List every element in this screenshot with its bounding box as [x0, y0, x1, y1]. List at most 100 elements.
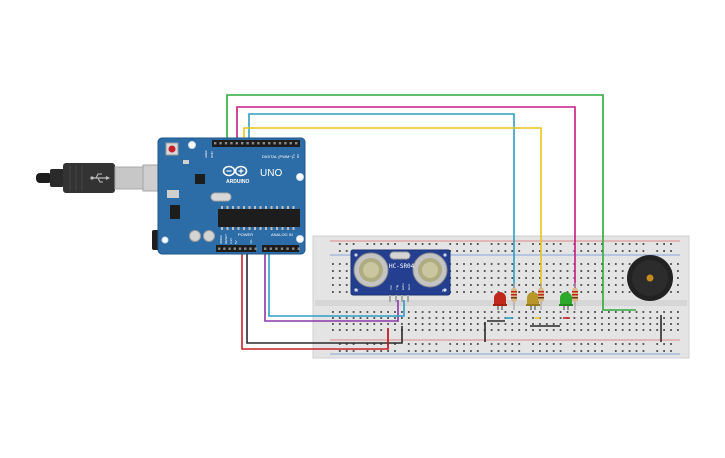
chip-leg	[281, 227, 284, 230]
wire-magenta[interactable]	[236, 106, 576, 290]
breadboard-hole	[518, 329, 521, 331]
breadboard-hole	[463, 277, 465, 279]
breadboard-hole	[559, 284, 562, 286]
breadboard-hole	[407, 311, 410, 313]
breadboard-hole	[587, 311, 590, 313]
ultrasonic-sensor[interactable]: HC-SR04 T R Vcc Trig Echo Gnd	[350, 249, 451, 302]
breadboard-hole	[463, 250, 465, 252]
wire-green[interactable]	[226, 94, 636, 311]
breadboard-hole	[345, 311, 348, 313]
breadboard-hole	[532, 250, 534, 252]
breadboard-hole	[552, 343, 555, 345]
breadboard[interactable]	[312, 235, 690, 359]
resistor-2[interactable]	[538, 283, 544, 310]
header-pin	[289, 142, 292, 145]
breadboard-hole	[601, 350, 603, 352]
breadboard-hole	[670, 291, 672, 293]
led-yellow[interactable]	[526, 292, 540, 310]
breadboard-hole	[511, 284, 514, 286]
breadboard-hole	[566, 277, 569, 279]
bottom-header-pins	[218, 247, 300, 250]
breadboard-hole	[594, 270, 596, 272]
header-pin	[235, 142, 238, 145]
breadboard-hole	[601, 277, 603, 279]
breadboard-hole	[332, 311, 334, 313]
breadboard-hole	[421, 311, 424, 313]
analog-header	[262, 245, 299, 252]
breadboard-hole	[359, 311, 362, 313]
breadboard-hole	[345, 343, 348, 345]
breadboard-hole	[614, 277, 617, 279]
breadboard-hole	[338, 250, 341, 252]
breadboard-hole	[545, 311, 548, 313]
breadboard-hole	[539, 350, 541, 352]
led-red[interactable]	[493, 292, 507, 310]
piezo-buzzer[interactable]	[627, 255, 673, 301]
breadboard-hole	[490, 243, 493, 245]
breadboard-hole	[414, 311, 417, 313]
breadboard-hole	[545, 323, 548, 325]
breadboard-hole	[545, 317, 548, 319]
arduino-model: UNO	[260, 168, 282, 179]
led-green[interactable]	[559, 292, 573, 310]
breadboard-hole	[463, 311, 465, 313]
breadboard-hole	[476, 311, 479, 313]
breadboard-hole	[594, 311, 596, 313]
breadboard-hole	[387, 317, 389, 319]
breadboard-hole	[449, 329, 452, 331]
resistor-3[interactable]	[572, 283, 578, 310]
breadboard-hole	[407, 317, 410, 319]
breadboard-hole	[407, 323, 410, 325]
breadboard-hole	[442, 317, 445, 319]
sensor-pin-trig: Trig	[395, 285, 399, 290]
resistor-1[interactable]	[511, 283, 517, 310]
breadboard-hole	[559, 343, 562, 345]
breadboard-hole	[366, 317, 369, 319]
breadboard-hole	[470, 317, 472, 319]
breadboard-hole	[407, 329, 410, 331]
chip-leg	[221, 206, 223, 209]
breadboard-hole	[497, 270, 500, 272]
mounting-hole	[443, 288, 447, 292]
header-pin	[214, 142, 217, 145]
receiver-transducer	[412, 252, 448, 288]
breadboard-hole	[345, 329, 348, 331]
chip-leg	[287, 206, 289, 209]
breadboard-hole	[594, 343, 596, 345]
breadboard-hole	[559, 277, 562, 279]
breadboard-hole	[456, 343, 458, 345]
breadboard-hole	[483, 270, 486, 272]
breadboard-hole	[545, 343, 548, 345]
breadboard-hole	[559, 243, 562, 245]
breadboard-hole	[332, 323, 334, 325]
wire-yellow[interactable]	[243, 127, 542, 290]
breadboard-hole	[580, 284, 583, 286]
sensor-side-r: R	[442, 288, 445, 293]
breadboard-hole	[476, 243, 479, 245]
breadboard-hole	[504, 263, 507, 265]
crystal	[167, 190, 179, 198]
wire-black-gnd[interactable]	[246, 250, 403, 344]
breadboard-hole	[552, 263, 555, 265]
breadboard-hole	[373, 243, 376, 245]
arduino-board[interactable]: DIGITAL (PWM~) ARDUINO UNO POWER ANALOG …	[142, 137, 306, 255]
breadboard-hole	[656, 317, 659, 319]
breadboard-hole	[373, 311, 376, 313]
breadboard-hole	[545, 291, 548, 293]
breadboard-hole	[621, 311, 624, 313]
breadboard-hole	[470, 329, 472, 331]
breadboard-hole	[559, 323, 562, 325]
breadboard-hole	[594, 284, 596, 286]
breadboard-hole	[677, 291, 679, 293]
breadboard-hole	[476, 343, 479, 345]
breadboard-hole	[594, 250, 596, 252]
breadboard-hole	[428, 243, 431, 245]
breadboard-hole	[352, 243, 355, 245]
header-pin	[230, 142, 233, 145]
breadboard-hole	[366, 323, 369, 325]
breadboard-hole	[421, 350, 424, 352]
header-pin	[246, 142, 249, 145]
breadboard-hole	[614, 291, 617, 293]
usb-cable[interactable]	[36, 163, 144, 193]
